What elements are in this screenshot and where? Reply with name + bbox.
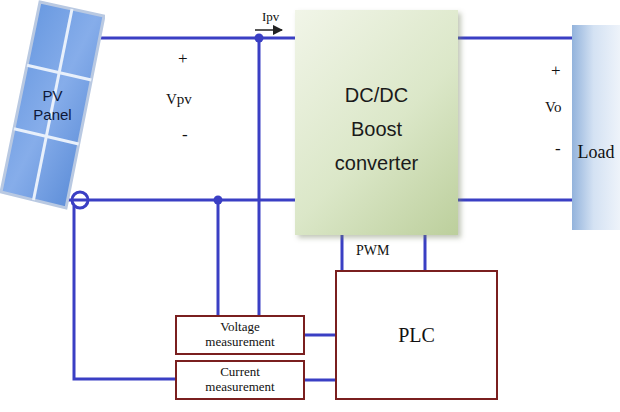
voltage-name: Vo (545, 100, 561, 115)
node-text: Load (578, 92, 615, 163)
wire (305, 379, 335, 382)
wire-connector (305, 380, 335, 381)
wire (305, 334, 335, 337)
wire-connector (305, 335, 335, 336)
voltage-tap-wire (258, 38, 261, 315)
wire (67, 199, 295, 202)
wire (341, 235, 344, 270)
measurement-box: Voltage measurement (175, 315, 305, 355)
wire (424, 235, 427, 270)
wire (458, 199, 572, 202)
wire (458, 37, 572, 40)
current-arrow (255, 29, 282, 31)
polarity-sign: + (178, 50, 188, 67)
plc-box: PLC (335, 270, 498, 400)
current-name: Ipv (262, 10, 279, 23)
polarity-sign: + (551, 62, 561, 79)
wire (100, 37, 295, 40)
panel-outline (0, 0, 105, 210)
load-box: Load (572, 25, 620, 230)
polarity-sign: - (555, 140, 561, 157)
wire-connector (458, 38, 572, 200)
signal-name: PWM (356, 244, 389, 258)
wire-connector (342, 235, 425, 270)
voltage-tap-wire (217, 200, 220, 315)
node-text: PLC (398, 324, 435, 347)
polarity-sign: - (182, 126, 188, 143)
node-text: PV Panel (28, 86, 78, 125)
converter-box: DC/DC Boost converter (295, 10, 458, 235)
node-text: DC/DC Boost converter (322, 66, 432, 180)
node-text: Current measurement (194, 365, 286, 395)
wire-connector (67, 38, 295, 200)
sensor-wire (74, 206, 175, 379)
voltage-name: Vpv (166, 92, 192, 107)
pv-panel: PV Panel (0, 0, 105, 210)
measurement-box: Current measurement (175, 360, 305, 400)
node-text: Voltage measurement (194, 320, 286, 350)
